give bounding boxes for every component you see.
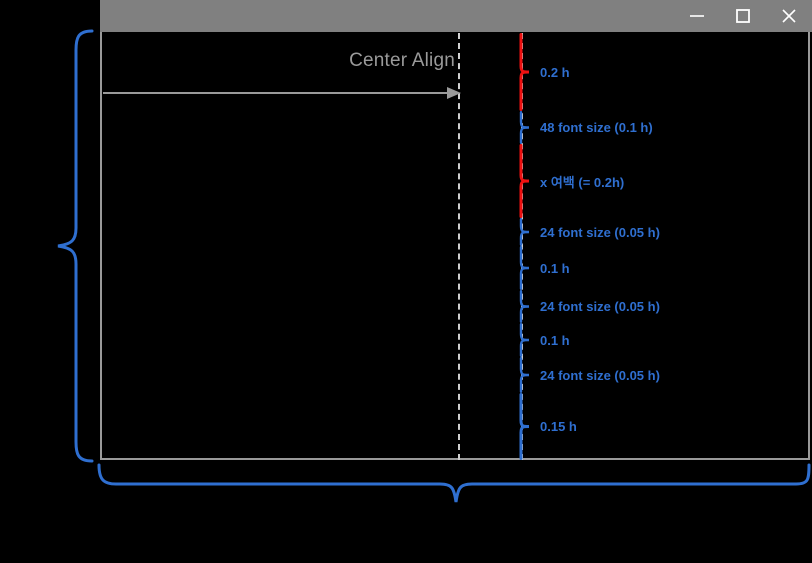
window-title-bar[interactable] — [100, 0, 812, 32]
center-align-annotation: Center Align — [103, 50, 463, 100]
measurement-row: 24 font size (0.05 h) — [519, 290, 660, 323]
brace-icon — [519, 246, 530, 290]
brace-icon — [519, 33, 530, 111]
brace-icon — [519, 357, 530, 393]
maximize-button[interactable] — [720, 0, 766, 32]
brace-icon — [519, 393, 530, 460]
measurement-row: 48 font size (0.1 h) — [519, 111, 653, 144]
measurement-label: 24 font size (0.05 h) — [540, 299, 660, 314]
measurement-label: 0.15 h — [540, 419, 577, 434]
measurement-label: x 여백 (= 0.2h) — [540, 174, 625, 190]
measurement-row: 0.1 h — [519, 246, 570, 290]
left-height-brace — [52, 28, 96, 464]
measurement-label: 0.2 h — [540, 64, 570, 80]
maximize-icon — [736, 9, 750, 23]
brace-icon — [519, 218, 530, 246]
measurement-row: 0.15 h — [519, 393, 577, 460]
measurement-row: 24 font size (0.05 h) — [519, 357, 660, 393]
minimize-icon — [690, 15, 704, 17]
brace-icon — [519, 323, 530, 357]
measurement-label: 24 font size (0.05 h) — [540, 224, 660, 240]
brace-icon — [519, 144, 530, 218]
close-icon — [782, 9, 796, 23]
center-align-arrow-icon — [103, 87, 461, 99]
window-canvas — [100, 32, 810, 460]
brace-icon — [519, 290, 530, 323]
measurement-row: 24 font size (0.05 h) — [519, 218, 660, 246]
app-window — [100, 0, 812, 462]
brace-icon — [519, 111, 530, 144]
center-guide-line — [458, 33, 460, 460]
close-button[interactable] — [766, 0, 812, 32]
measurement-row: 0.2 h — [519, 33, 570, 111]
measurement-row: 0.1 h — [519, 323, 570, 357]
center-align-label: Center Align — [349, 50, 455, 71]
right-guide-line — [521, 33, 523, 460]
measurement-label: 48 font size (0.1 h) — [540, 120, 653, 135]
measurement-row: x 여백 (= 0.2h) — [519, 144, 624, 218]
minimize-button[interactable] — [674, 0, 720, 32]
measurement-label: 0.1 h — [540, 332, 570, 348]
measurement-label: 0.1 h — [540, 260, 570, 276]
bottom-width-brace — [96, 462, 812, 518]
measurement-label: 24 font size (0.05 h) — [540, 367, 660, 383]
